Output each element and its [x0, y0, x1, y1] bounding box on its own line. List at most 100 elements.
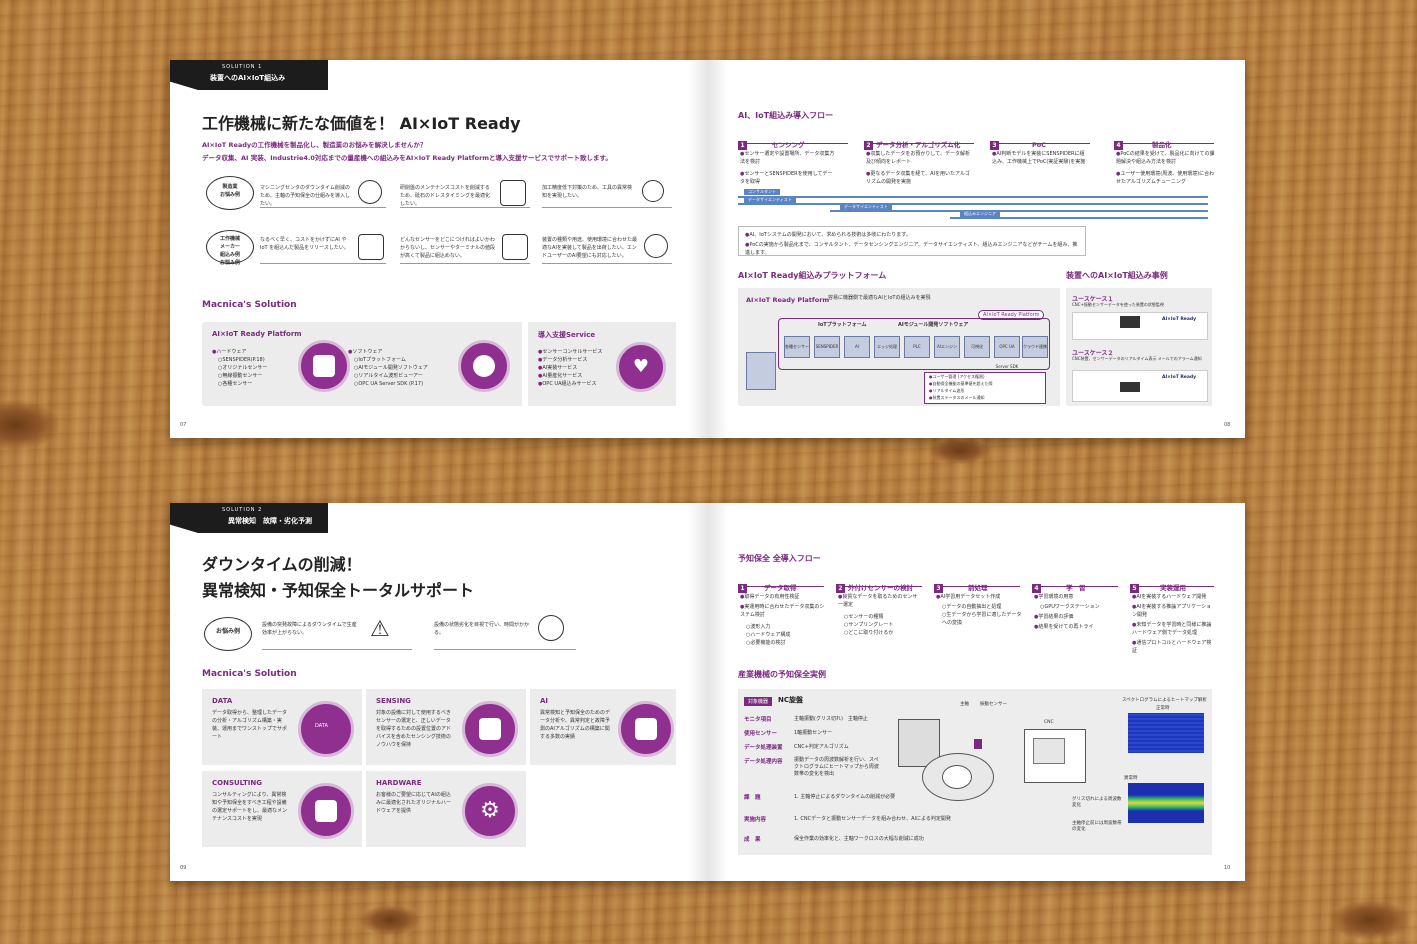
fig-label: 主軸停止前には周波数帯の変化 [1072, 821, 1122, 832]
page-number: 09 [180, 865, 187, 871]
solution-heading: Macnica's Solution [202, 300, 297, 310]
flow-sub: ○データの自動抽出と処理 [942, 604, 1002, 610]
platform-frame [778, 318, 1050, 370]
flow-sub: ○どこに取り付けるか [844, 630, 894, 636]
lead-text: AI×IoT Readyの工作機械を製品化し、製造業のお悩みを解決しませんか？ [202, 141, 427, 149]
flow-notes: ●AI、IoTシステムの開発において、求められる技術は多岐にわたります。 ●Po… [738, 226, 1086, 256]
service-item: ●OPC UA組込みサービス [538, 381, 597, 387]
case-title: 装置へのAI×IoT組込み事例 [1066, 271, 1168, 280]
fig-label: スペクトログラムによるヒートマップ解析 [1122, 698, 1207, 703]
sensor-question-icon [502, 234, 528, 260]
fig-label: 正常時 [1156, 706, 1170, 711]
case-figure: ユースケース１ CNC+振動センサーデータを使った装置の状態監視 AI×IoT … [1066, 288, 1212, 406]
page-fold [688, 503, 728, 881]
service-item: ●AI量産化サービス [538, 373, 583, 379]
note: ●PoCの実施から製品化まで、コンサルタント、データセンシングエンジニア、データ… [745, 242, 1078, 256]
row-value: 振動データの周波数解析を行い、スペクトログラムにヒートマップから周波数帯の変化を… [794, 757, 879, 777]
platform-piece: AIエンジン [934, 336, 960, 358]
analysis-icon [618, 701, 674, 757]
cnc-panel [1024, 729, 1086, 783]
pain-point: 設備の突発故障によるダウンタイムで生産効率が上がらない。 [262, 622, 357, 636]
platform-piece: SENSPIDER [814, 336, 840, 358]
row-key: モニタ項目 [744, 717, 772, 723]
platform-badge: AI×IoT Ready Platform [978, 310, 1045, 320]
clock-icon [538, 615, 564, 641]
data-icon-label: DATA [315, 723, 328, 729]
flow-item: ●センサー選定や設置場所、データ収集方法を検討 [740, 151, 835, 165]
brochure-spread-2: SOLUTION 2 異常検知 故障・劣化予測 ダウンタイムの削減！ 異常検知・… [170, 503, 1245, 881]
role-bar [738, 196, 1208, 198]
case1-badge: AI×IoT Ready [1162, 317, 1197, 322]
platform-box: AI×IoT Ready Platform ●ハードウェア ○SENSPIDER… [202, 322, 522, 406]
solution-card-text: データ取得から、整理したデータの分析・アルゴリズム構築・実装、運用までワンストッ… [212, 710, 288, 740]
wood-knot [930, 438, 990, 464]
worry-badge: 製造業 お悩み例 [206, 176, 254, 210]
row-value: CNC+判定アルゴリズム [794, 744, 849, 750]
platform-piece: AI [844, 336, 870, 358]
flow-item: ●AIを実装する推論アプリケーション開発 [1132, 604, 1212, 618]
role-label: データサイエンティスト [744, 197, 796, 203]
service-item: ●データ分析サービス [538, 357, 588, 363]
platform-label: AI×IoT Ready Platform [746, 296, 830, 304]
fig-label: 振動センサー [980, 702, 1007, 707]
heart-icon: ♥ [616, 342, 666, 392]
iot-platform-label: IoTプラットフォーム [818, 322, 867, 328]
sensor-marker [974, 739, 982, 749]
platform-piece: OPC UA Server SDK [994, 336, 1020, 369]
platform-piece: 可視化 [964, 336, 990, 358]
solution-card-title: CONSULTING [212, 779, 262, 787]
platform-piece: クラウド連携 [1022, 336, 1048, 358]
row-value: 1軸振動センサー [794, 730, 833, 736]
fig-label: グリス切れによる周波数変化 [1072, 797, 1122, 808]
fig-label: 主軸 [960, 702, 969, 707]
page-fold [688, 60, 728, 438]
case1-desc: CNC+振動センサーデータを使った装置の状態監視 [1072, 302, 1164, 307]
machine-icon [746, 352, 776, 390]
flow-sub: ○ハードウェア構成 [746, 632, 791, 638]
divider [400, 207, 530, 208]
hw-item: ○無線振動センサー [218, 373, 263, 379]
flow-item: ●取得データの有用性検証 [740, 594, 800, 600]
solution-card: DATA データ取得から、整理したデータの分析・アルゴリズム構築・実装、運用まで… [202, 689, 362, 765]
flow-sub: ○生データから学習に適したデータへの変換 [942, 612, 1022, 626]
solution-card-text: 異常検知と予知保全のためのデータ分析や、異常判定と故障予測のAIアルゴリズムの構… [540, 710, 611, 740]
flow-item: ●未知データを学習時と同様に推論ハードウェア側でデータ処理 [1132, 622, 1212, 636]
platform-figure: AI×IoT Ready Platform 容易に機器側で最適なAIとIoTの組… [738, 288, 1060, 406]
gears-icon: ⚙ [462, 783, 518, 839]
case1-device [1120, 316, 1140, 328]
divider [542, 263, 672, 264]
role-label: コンサルタント [744, 189, 780, 195]
platform-piece: PLC [904, 336, 930, 358]
flow-sub: ○必要機能の検討 [746, 640, 786, 646]
flow-title: AI、IoT組込み導入フロー [738, 111, 834, 120]
hw-label: ●ハードウェア [212, 349, 247, 355]
solution-card: HARDWARE お客様のご要望に応じてAIの組込みに最適化されたオリジナルハー… [366, 771, 526, 847]
row-value: 1. 主軸停止によるダウンタイムの削減が必要 [794, 794, 896, 800]
solution-card-title: DATA [212, 697, 233, 705]
row-key: データ処理内容 [744, 759, 783, 765]
flow-item: ●実運用時に合わせたデータ収集のシステム検討 [740, 604, 825, 618]
consulting-icon [298, 783, 354, 839]
sw-item: ○OPC UA Server SDK (P.17) [354, 381, 424, 387]
platform-figure-title: AI×IoT Ready組込みプラットフォーム [738, 271, 887, 280]
lathe-illustration [898, 719, 998, 809]
lead-text: データ収集、AI 実装、Industrie4.0対応までの量産機への組込みをAI… [202, 154, 612, 162]
bullet: ●ユーザー管理 (アクセス権限) [929, 374, 985, 379]
sw-item: ○IoTプラットフォーム [354, 357, 406, 363]
flow-item: ●良質なデータを取るためのセンサー選定 [838, 594, 918, 608]
divider [260, 207, 386, 208]
flow-sub: ○波形入力 [746, 624, 771, 630]
page-number: 08 [1224, 422, 1231, 428]
flow-item: ●ユーザー使用環境(周波、使用環境)に合わせたアルゴリズムチューニング [1116, 171, 1215, 185]
solution-title: 装置へのAI×IoT組込み [210, 74, 286, 82]
divider [542, 207, 672, 208]
row-value: 1. CNCデータと振動センサーデータを組み合わせ、AIによる判定開発 [794, 816, 951, 822]
flow-item: ●収集したデータをお預かりして、データ解析及び傾向をレポート [866, 151, 970, 165]
fig-label: CNC [1044, 720, 1054, 725]
row-key: データ処理装置 [744, 745, 783, 751]
